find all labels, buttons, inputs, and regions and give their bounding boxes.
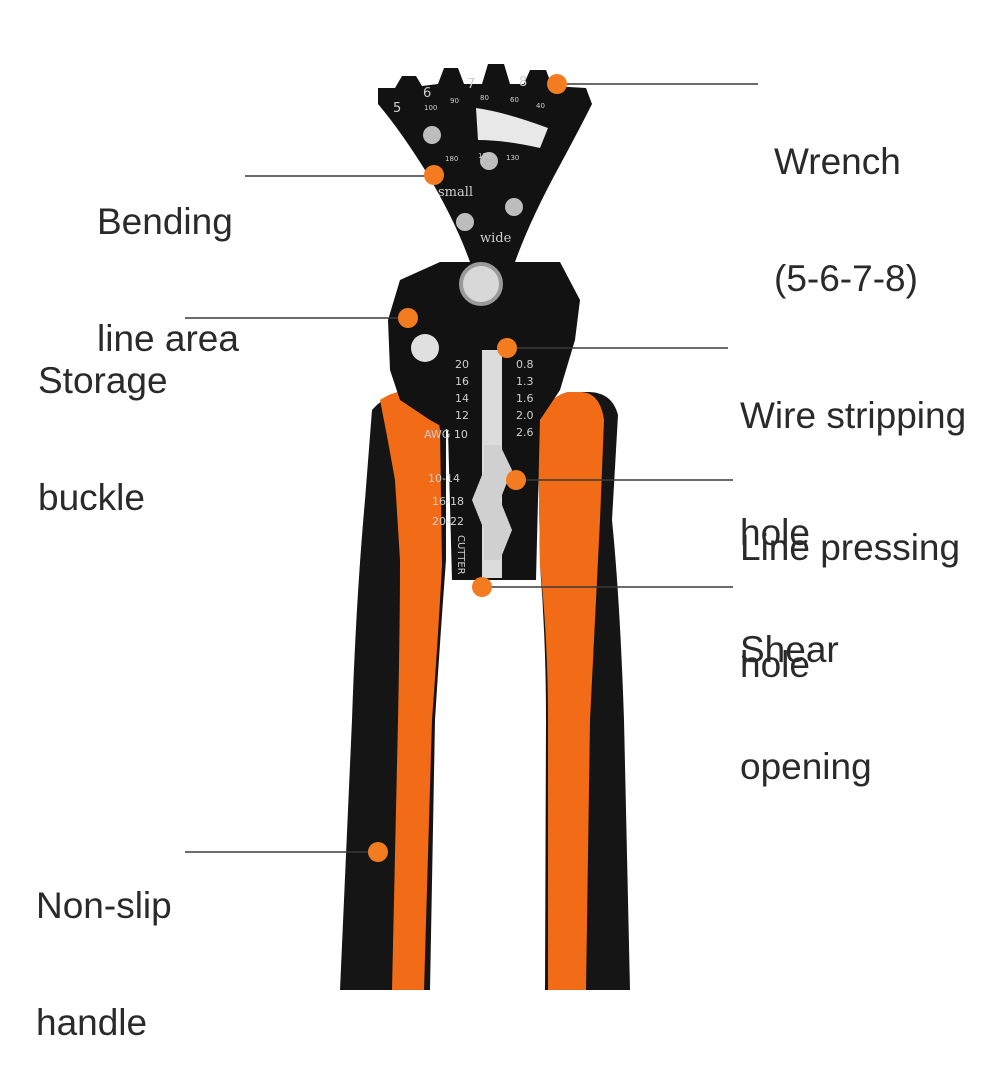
label-wrench-line2: (5-6-7-8) <box>774 258 918 299</box>
label-wrench: Wrench (5-6-7-8) <box>774 64 918 337</box>
small-marking: small <box>438 185 473 200</box>
label-shear: Shear opening <box>740 552 872 825</box>
rivet-icon <box>423 126 441 144</box>
left-handle <box>340 391 446 990</box>
wire-stripper-illustration: 5 6 7 8 100 90 80 60 40 180 150 130 smal… <box>185 64 758 990</box>
rivet-icon <box>456 213 474 231</box>
wrench-size-6: 6 <box>423 86 431 101</box>
label-stripping-line1: Wire stripping <box>740 395 967 436</box>
tool-markings: 5 6 7 8 100 90 80 60 40 180 150 130 smal… <box>393 75 545 575</box>
scale-mark: 100 <box>424 104 437 112</box>
callout-dot-icon <box>472 577 492 597</box>
wrench-size-7: 7 <box>467 77 475 92</box>
rivet-icon <box>480 152 498 170</box>
wrench-size-5: 5 <box>393 101 401 116</box>
crimp-mark: 10-14 <box>428 472 460 485</box>
angle-window <box>476 108 548 148</box>
leader-lines <box>185 83 758 853</box>
wide-marking: wide <box>480 231 512 246</box>
crimp-notches <box>472 445 512 560</box>
scale-mark: 180 <box>445 155 458 163</box>
awg-mark: 16 <box>455 375 469 388</box>
diagram-stage: 5 6 7 8 100 90 80 60 40 180 150 130 smal… <box>36 64 966 1042</box>
callout-dot-icon <box>547 74 567 94</box>
crimp-mark: 16-18 <box>432 495 464 508</box>
cutter-mark: CUTTER <box>455 535 466 575</box>
callout-dot-icon <box>398 308 418 328</box>
pivot-bolt-icon <box>459 262 503 306</box>
wrench-size-8: 8 <box>519 75 527 90</box>
label-handle-line1: Non-slip <box>36 885 172 926</box>
awg-mark: 20 <box>455 358 469 371</box>
label-storage-line1: Storage <box>38 360 168 401</box>
label-stripping: Wire stripping hole <box>740 318 966 591</box>
label-handle: Non-slip handle <box>36 808 172 1081</box>
callout-dot-icon <box>424 165 444 185</box>
right-handle <box>538 392 630 990</box>
label-wrench-line1: Wrench <box>774 141 901 182</box>
label-storage: Storage buckle <box>38 283 168 556</box>
label-handle-line2: handle <box>36 1002 148 1043</box>
label-shear-line2: opening <box>740 746 872 787</box>
label-storage-line2: buckle <box>38 477 145 518</box>
callout-dot-icon <box>368 842 388 862</box>
label-bending-line2: line area <box>97 318 239 359</box>
callout-dot-icon <box>506 470 526 490</box>
scale-mark: 80 <box>480 94 489 102</box>
mm-mark: 2.0 <box>516 409 534 422</box>
tool-head <box>378 64 592 580</box>
label-bending: Bending line area <box>97 124 239 397</box>
awg-mark: 12 <box>455 409 469 422</box>
label-stripping-line2: hole <box>740 512 810 553</box>
label-bending-line1: Bending <box>97 201 233 242</box>
crimp-mark: 20-22 <box>432 515 464 528</box>
rivet-icon <box>505 198 523 216</box>
mm-mark: 1.3 <box>516 375 534 388</box>
mm-mark: 2.6 <box>516 426 534 439</box>
label-shear-line1: Shear <box>740 629 839 670</box>
mm-mark: 1.6 <box>516 392 534 405</box>
callout-dot-icon <box>497 338 517 358</box>
callout-dots <box>368 74 567 862</box>
scale-mark: 90 <box>450 97 459 105</box>
awg-mark: AWG 10 <box>424 428 468 441</box>
scale-mark: 130 <box>506 154 519 162</box>
storage-buckle-knob-icon <box>411 334 439 362</box>
label-pressing-line1: Line pressing <box>740 527 961 568</box>
scale-mark: 40 <box>536 102 545 110</box>
scale-mark: 150 <box>478 152 491 160</box>
label-pressing: Line pressing hole <box>740 450 960 723</box>
mm-mark: 0.8 <box>516 358 534 371</box>
label-pressing-line2: hole <box>740 644 810 685</box>
awg-mark: 14 <box>455 392 469 405</box>
scale-mark: 60 <box>510 96 519 104</box>
